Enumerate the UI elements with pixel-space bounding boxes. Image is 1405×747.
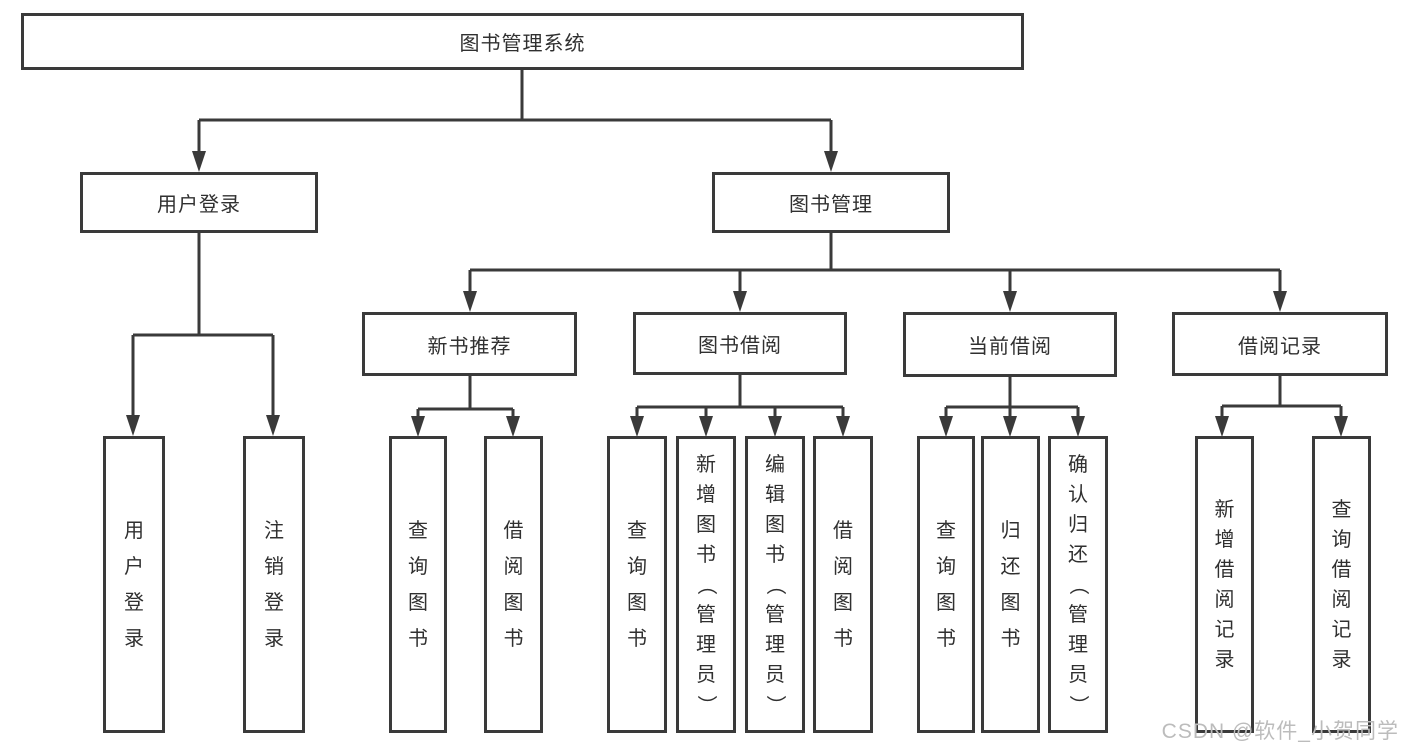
arrowheads xyxy=(126,151,1348,437)
leaf-return-books: 归还图书 xyxy=(981,436,1040,733)
node-current-borrow: 当前借阅 xyxy=(903,312,1117,377)
leaf-borrow-books-recommend: 借阅图书 xyxy=(484,436,543,733)
leaf-query-borrow-record: 查询借阅记录 xyxy=(1312,436,1371,733)
node-library-management-system: 图书管理系统 xyxy=(21,13,1024,70)
leaf-user-login: 用户登录 xyxy=(103,436,165,733)
node-book-management: 图书管理 xyxy=(712,172,950,233)
leaf-edit-books-admin: 编辑图书（管理员） xyxy=(745,436,805,733)
leaf-add-borrow-record: 新增借阅记录 xyxy=(1195,436,1254,733)
leaf-confirm-return-admin: 确认归还（管理员） xyxy=(1048,436,1108,733)
leaf-query-books-current: 查询图书 xyxy=(917,436,975,733)
leaf-add-books-admin: 新增图书（管理员） xyxy=(676,436,736,733)
node-book-borrow: 图书借阅 xyxy=(633,312,847,375)
leaf-query-books-recommend: 查询图书 xyxy=(389,436,447,733)
csdn-watermark: CSDN @软件_小贺同学 xyxy=(1161,720,1399,743)
node-borrow-records: 借阅记录 xyxy=(1172,312,1388,376)
node-user-login: 用户登录 xyxy=(80,172,318,233)
leaf-query-books-borrow: 查询图书 xyxy=(607,436,667,733)
leaf-borrow-books: 借阅图书 xyxy=(813,436,873,733)
leaf-logout: 注销登录 xyxy=(243,436,305,733)
node-new-book-recommend: 新书推荐 xyxy=(362,312,577,376)
